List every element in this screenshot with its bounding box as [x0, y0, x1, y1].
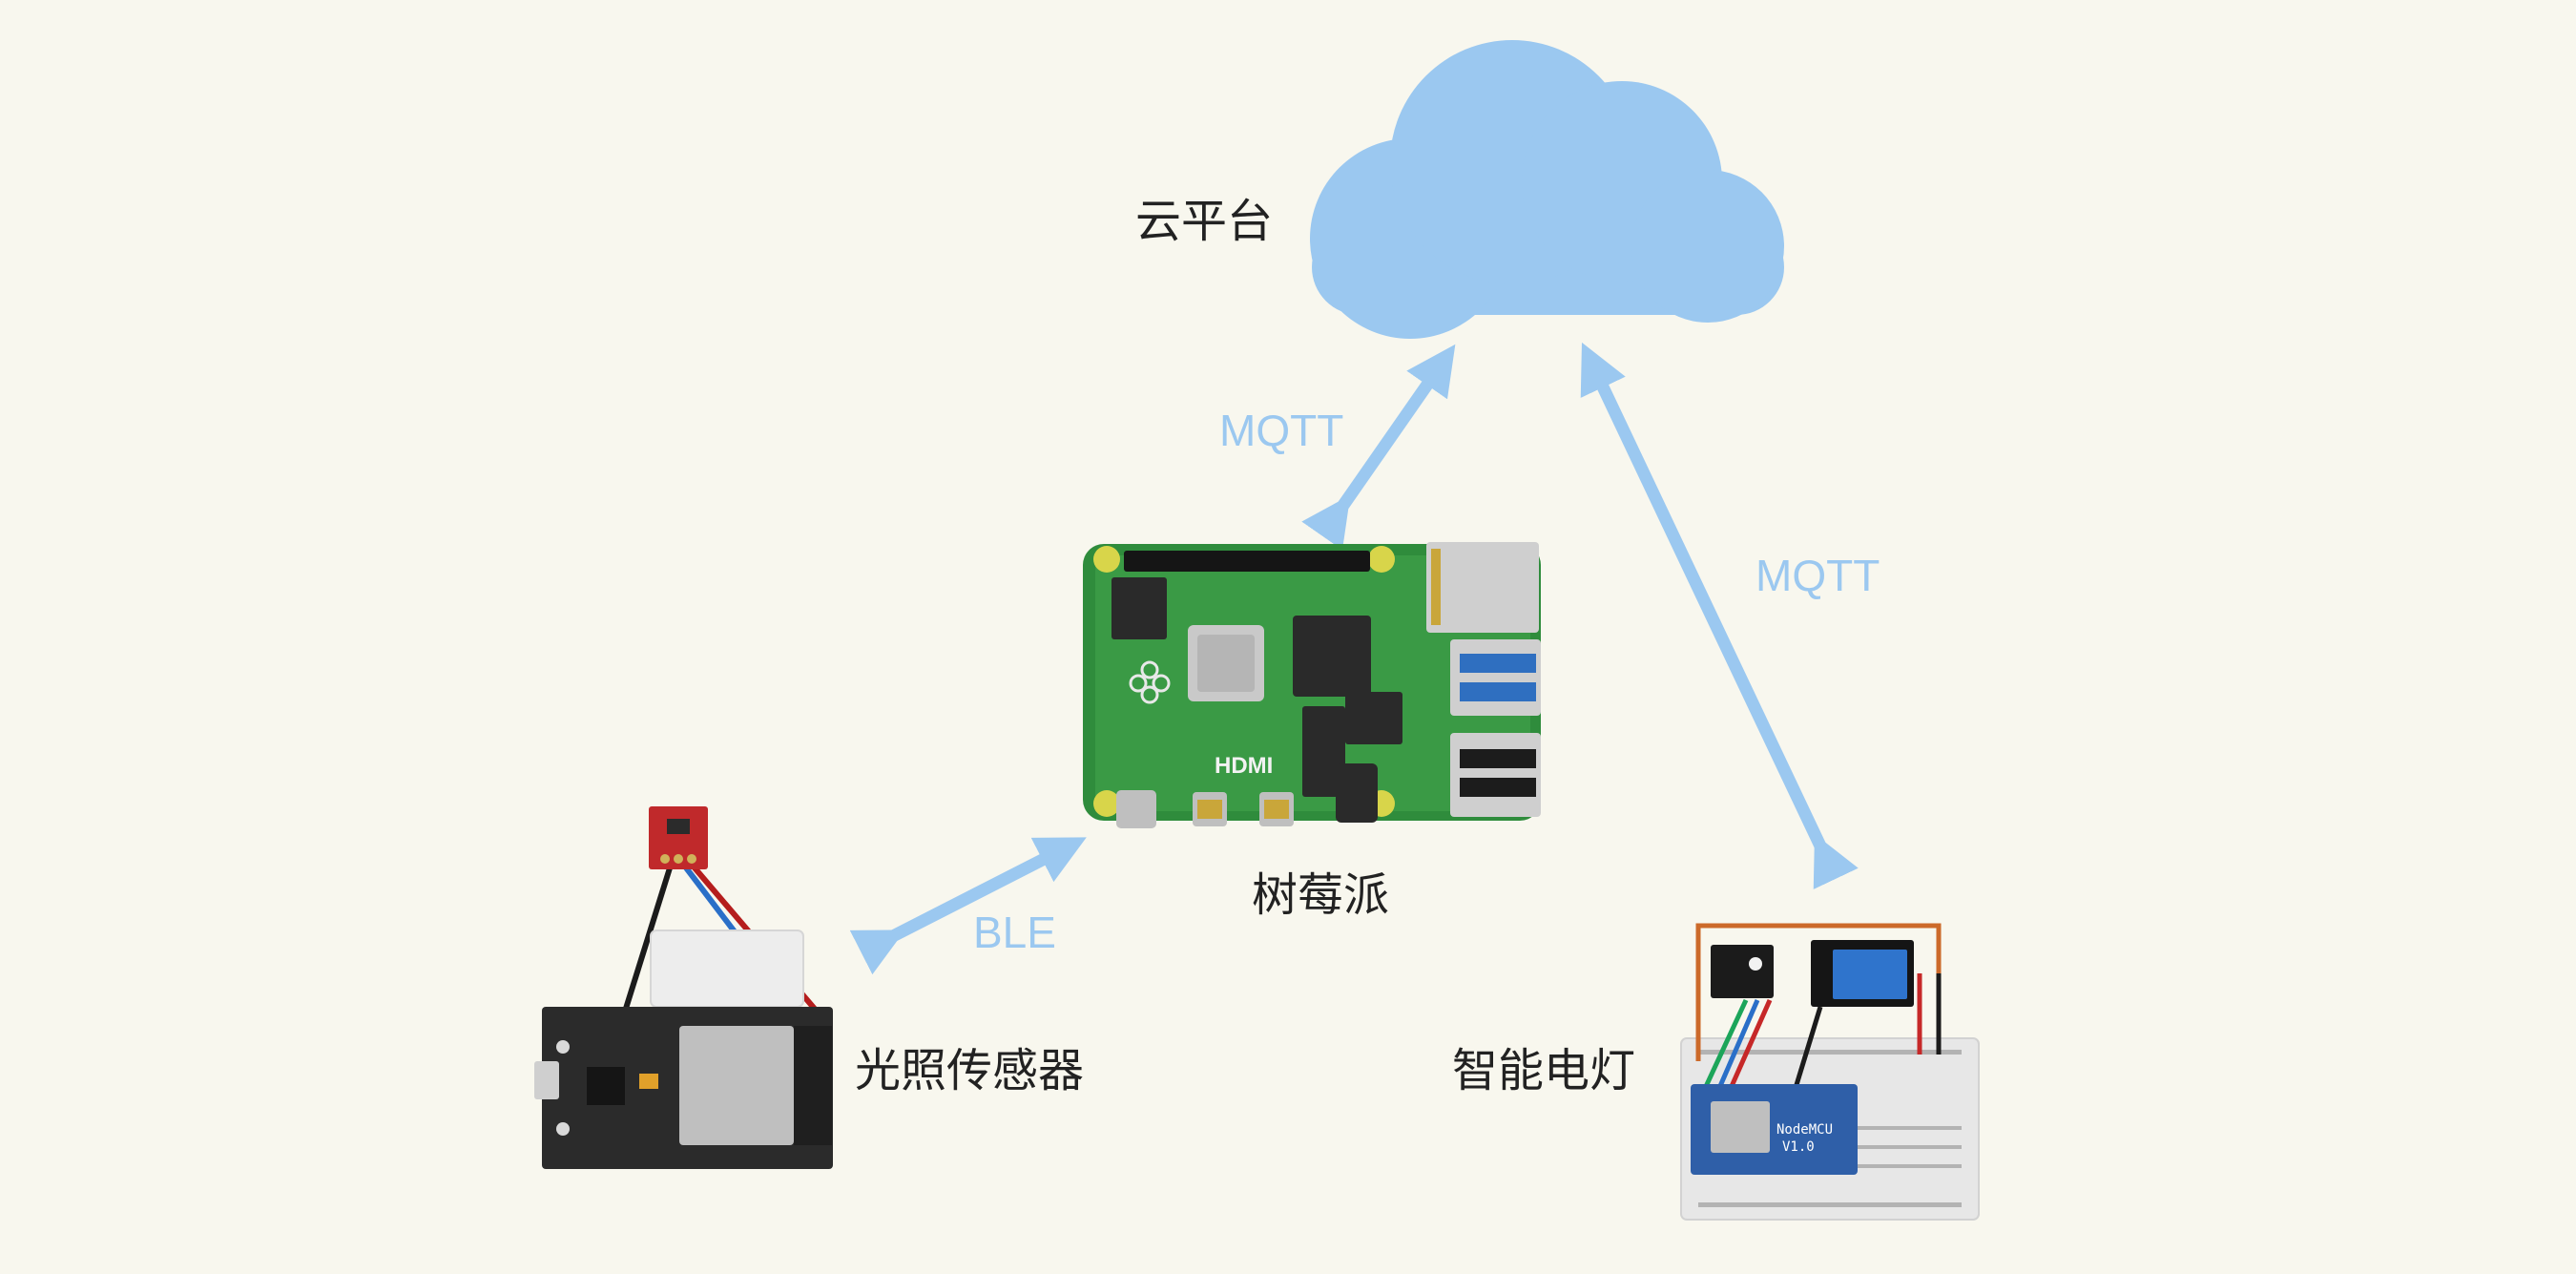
nodemcu-version-text: V1.0 [1782, 1139, 1815, 1155]
ble-label: BLE [973, 908, 1056, 957]
hdmi-text: HDMI [1215, 753, 1273, 779]
smart-light-board: NodeMCU V1.0 [1680, 923, 1980, 1221]
light-sensor-board [534, 806, 833, 1169]
arrow-pi-cloud [1301, 344, 1456, 551]
cloud-icon [1310, 40, 1784, 339]
raspberry-pi-label: 树莓派 [1252, 868, 1390, 922]
mqtt-label-light-cloud: MQTT [1755, 551, 1880, 600]
raspberry-logo-icon [1129, 660, 1171, 704]
arrow-sensor-pi [849, 837, 1087, 975]
light-sensor-label: 光照传感器 [855, 1044, 1085, 1097]
mqtt-label-pi-cloud: MQTT [1219, 406, 1344, 455]
arrow-light-cloud [1580, 342, 1859, 889]
raspberry-pi-board: HDMI [1083, 542, 1541, 828]
cloud-label: 云平台 [1135, 195, 1274, 248]
smart-light-label: 智能电灯 [1452, 1044, 1636, 1097]
nodemcu-text: NodeMCU [1776, 1122, 1833, 1138]
